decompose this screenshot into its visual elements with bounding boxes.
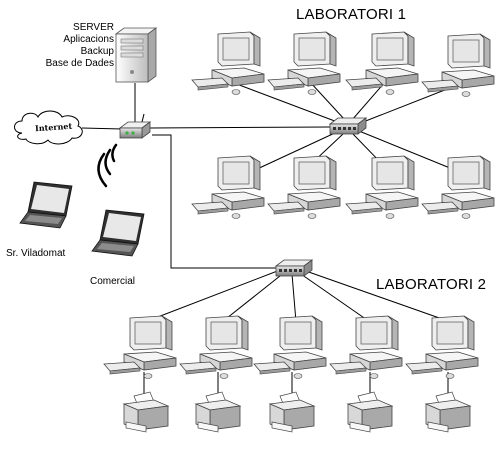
server-icon — [114, 27, 158, 83]
cable-lab1-pc — [309, 81, 346, 121]
printer-icon — [194, 391, 242, 433]
server-role-database: Base de Dades — [45, 58, 114, 69]
lab2-title: LABORATORI 2 — [376, 276, 487, 293]
router-icon — [118, 113, 152, 139]
lab2-pc-icon — [405, 315, 479, 379]
lab1-pc-icon — [421, 155, 495, 219]
lab2-pc-icon — [103, 315, 177, 379]
cable-lab2-pc — [149, 269, 281, 321]
cable-router-lab2-switch — [152, 134, 276, 269]
lab1-switch-icon — [328, 117, 368, 135]
printer-icon — [122, 391, 170, 433]
printer-icon — [268, 391, 316, 433]
server-role-backup: Backup — [80, 46, 114, 57]
lab1-pc-icon — [267, 155, 341, 219]
cable-lab1-pc — [351, 81, 386, 121]
cable-lab2-pc — [302, 269, 446, 321]
lab2-switch-icon — [274, 259, 314, 277]
wireless-signal-icon — [97, 143, 118, 188]
lab2-pc-icon — [253, 315, 327, 379]
lab2-pc-icon — [179, 315, 253, 379]
printer-icon — [424, 391, 472, 433]
server-role-applications: Aplicacions — [63, 34, 114, 45]
cable-internet-router — [81, 127, 123, 130]
server-labels: SERVER Aplicacions Backup Base de Dades — [34, 22, 114, 70]
cable-lab2-pc — [291, 273, 297, 323]
cable-router-lab1-switch — [149, 126, 331, 129]
lab1-pc-icon — [421, 33, 495, 97]
cable-lab1-pc — [233, 82, 341, 124]
cable-lab1-pc — [254, 131, 338, 171]
cable-lab2-pc — [221, 271, 286, 323]
cable-lab2-pc — [297, 271, 371, 323]
lab2-pc-icon — [329, 315, 403, 379]
printer-icon — [346, 391, 394, 433]
lab1-pc-icon — [345, 155, 419, 219]
lab1-pc-icon — [191, 155, 265, 219]
laptop-icon-viladomat — [19, 181, 73, 229]
laptop-icon-comercial — [91, 209, 145, 257]
lab1-title: LABORATORI 1 — [296, 6, 407, 23]
laptop-label-comercial: Comercial — [90, 276, 136, 287]
internet-cloud-icon — [14, 110, 83, 145]
cable-lab1-pc — [358, 130, 451, 169]
lab1-pc-icon — [345, 31, 419, 95]
network-cables — [81, 81, 461, 396]
lab1-pc-icon — [267, 31, 341, 95]
laptop-label-viladomat: Sr. Viladomat — [6, 248, 66, 259]
lab1-pc-icon — [191, 31, 265, 95]
server-title: SERVER — [73, 22, 114, 33]
